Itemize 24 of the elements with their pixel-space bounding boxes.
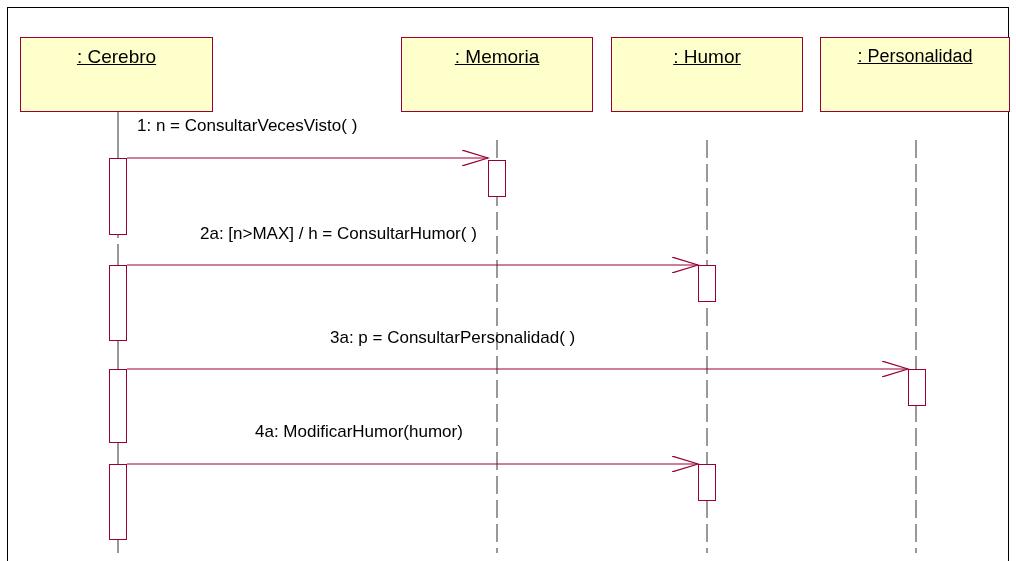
object-box bbox=[401, 37, 593, 112]
activation-bar bbox=[109, 369, 127, 443]
object-name: : Personalidad bbox=[857, 46, 973, 67]
message-arrow bbox=[126, 256, 699, 274]
object-box bbox=[820, 37, 1010, 112]
message-label: 4a: ModificarHumor(humor) bbox=[255, 422, 463, 442]
object-name: : Memoria bbox=[454, 46, 540, 68]
message-label: 3a: p = ConsultarPersonalidad( ) bbox=[330, 328, 576, 348]
message-arrow bbox=[126, 455, 699, 473]
activation-bar bbox=[698, 464, 716, 501]
activation-bar bbox=[109, 464, 127, 540]
object-name: : Cerebro bbox=[76, 46, 157, 68]
message-label: 1: n = ConsultarVecesVisto( ) bbox=[137, 116, 358, 136]
activation-bar bbox=[109, 265, 127, 341]
object-box bbox=[611, 37, 803, 112]
message-arrow bbox=[126, 360, 909, 378]
activation-bar bbox=[908, 369, 926, 406]
object-name: : Humor bbox=[673, 46, 741, 68]
activation-bar bbox=[488, 160, 506, 197]
activation-bar bbox=[698, 265, 716, 302]
activation-bar bbox=[109, 158, 127, 235]
message-arrow bbox=[126, 149, 489, 167]
message-label: 2a: [n>MAX] / h = ConsultarHumor( ) bbox=[200, 224, 477, 244]
object-box bbox=[20, 37, 213, 112]
